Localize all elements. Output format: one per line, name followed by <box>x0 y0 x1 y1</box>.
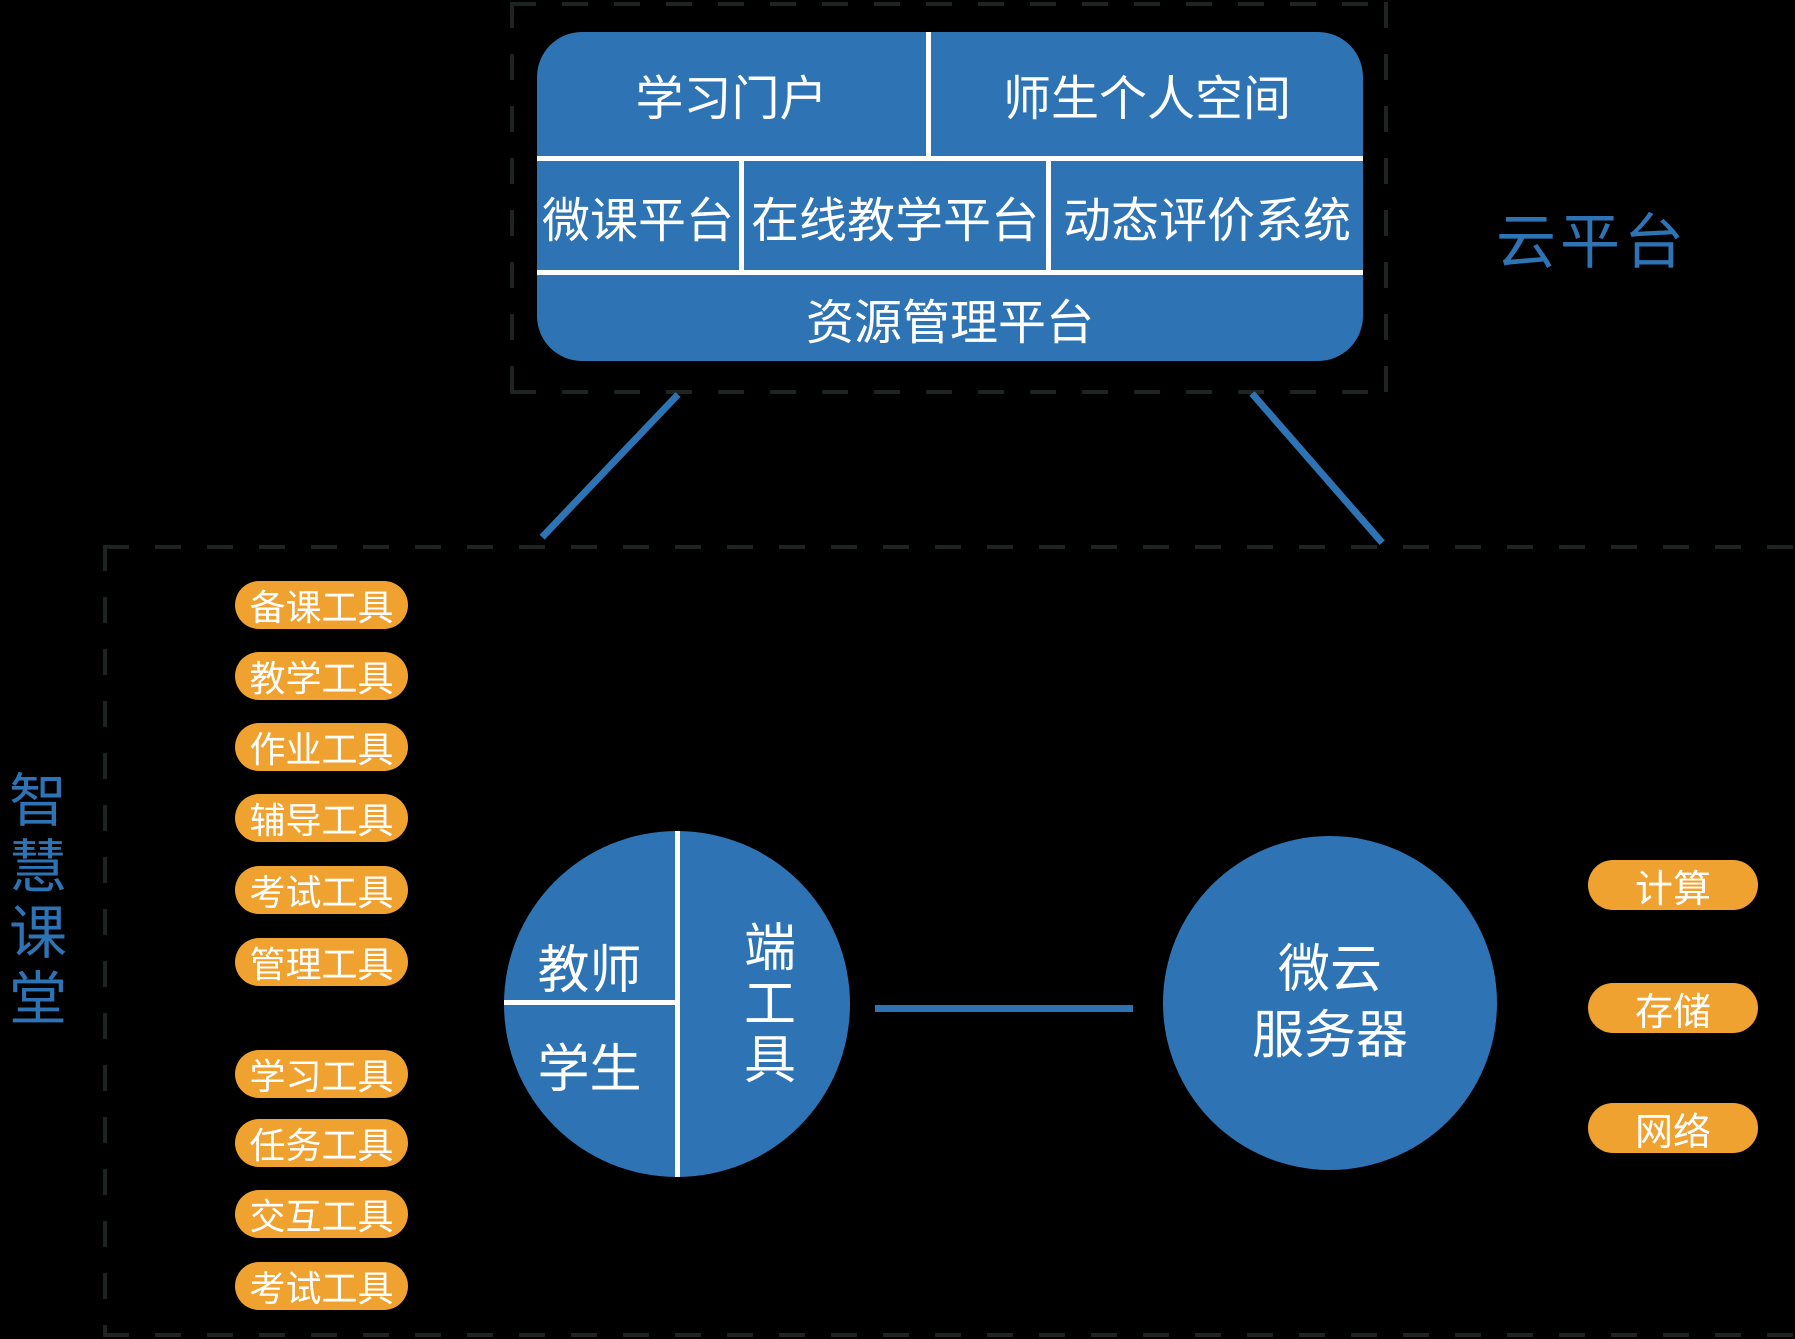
terminal-circle-student: 学生 <box>537 1041 642 1099</box>
cell-dynamic-evaluation-system: 动态评价系统 <box>1062 194 1351 248</box>
divider <box>1046 161 1051 270</box>
tool-button: 任务工具 <box>235 1119 408 1167</box>
tool-button: 备课工具 <box>235 581 408 629</box>
tool-button: 教学工具 <box>235 652 408 700</box>
cloud-box-row3: 资源管理平台 <box>537 275 1363 361</box>
right-diagonal-connector <box>1249 391 1385 546</box>
cloud-platform-box: 学习门户 师生个人空间 微课平台 在线教学平台 动态评价系统 资源管理平台 <box>537 32 1363 361</box>
terminal-server-connector <box>875 1005 1133 1012</box>
cell-learning-portal: 学习门户 <box>635 73 828 126</box>
smart-classroom-label: 智慧课堂 <box>0 770 65 1034</box>
classroom-frame-left-dash <box>103 545 107 1333</box>
terminal-circle-teacher: 教师 <box>537 942 642 1000</box>
terminal-circle-tools: 端工具 <box>735 920 794 1088</box>
tool-button: 考试工具 <box>235 866 408 914</box>
tool-button: 辅导工具 <box>235 794 408 842</box>
cell-personal-space: 师生个人空间 <box>1002 73 1291 126</box>
server-circle-line2: 服务器 <box>1251 1007 1408 1065</box>
divider <box>504 1000 675 1005</box>
cloud-frame-top-dash <box>510 2 1388 6</box>
cell-online-teaching-platform: 在线教学平台 <box>750 194 1039 248</box>
server-circle: 微云 服务器 <box>1163 836 1497 1170</box>
tool-button: 作业工具 <box>235 723 408 771</box>
cloud-frame-bottom-dash <box>510 390 1388 394</box>
cloud-box-row1: 学习门户 师生个人空间 <box>537 32 1363 156</box>
classroom-frame-top-dash <box>103 545 1795 549</box>
left-diagonal-connector <box>539 392 681 540</box>
classroom-frame-bottom-dash <box>103 1333 1795 1337</box>
tool-button: 管理工具 <box>235 938 408 986</box>
tool-button: 学习工具 <box>235 1050 408 1098</box>
resource-button: 计算 <box>1588 860 1758 911</box>
cloud-platform-label: 云平台 <box>1496 209 1688 276</box>
divider <box>537 270 1363 275</box>
divider <box>675 831 680 1177</box>
cell-microcourse-platform: 微课平台 <box>541 194 734 248</box>
cell-resource-management-platform: 资源管理平台 <box>805 297 1094 350</box>
terminal-circle: 教师 学生 端工具 <box>504 831 850 1177</box>
divider <box>926 32 931 156</box>
divider <box>537 156 1363 161</box>
cloud-frame-right-dash <box>1384 2 1388 394</box>
divider <box>739 161 744 270</box>
cloud-frame-left-dash <box>510 2 514 394</box>
tool-button: 考试工具 <box>235 1262 408 1310</box>
resource-button: 存储 <box>1588 983 1758 1034</box>
server-circle-line1: 微云 <box>1277 941 1382 999</box>
resource-button: 网络 <box>1588 1103 1758 1154</box>
cloud-box-row2: 微课平台 在线教学平台 动态评价系统 <box>537 161 1363 270</box>
tool-button: 交互工具 <box>235 1190 408 1238</box>
